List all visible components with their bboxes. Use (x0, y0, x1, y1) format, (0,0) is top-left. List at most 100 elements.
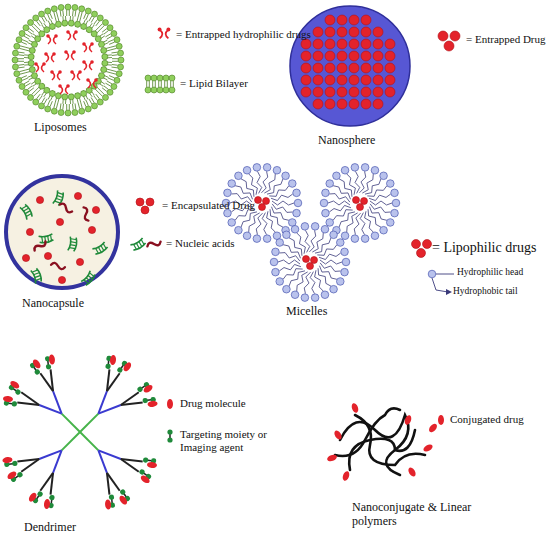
lipid-head (92, 103, 98, 109)
drug-symbol (66, 84, 70, 88)
drug-dot (301, 75, 311, 85)
hydrophobic-tail (360, 213, 365, 235)
lipid-tail (19, 67, 25, 69)
lipid-tail (44, 16, 47, 21)
lipid-tail (91, 17, 94, 22)
drug-dot (311, 257, 318, 264)
lipid-tail (96, 21, 100, 26)
hydrophobic-tail (315, 270, 324, 291)
lipid-tail (86, 100, 88, 106)
caption: Nanoconjugate & Linear polymers (352, 500, 472, 529)
shape (68, 237, 78, 252)
lipid-tail (167, 81, 168, 86)
lipid-head (35, 36, 41, 42)
drug-symbol (34, 62, 38, 66)
shape (141, 240, 144, 245)
hydrophobic-tail (305, 230, 310, 252)
hydrophobic-tail (365, 211, 374, 232)
lipid-tail (105, 34, 110, 37)
lipid-head (19, 31, 25, 37)
drug-symbol (158, 28, 162, 32)
drug-dot (141, 206, 149, 214)
drug-drop (147, 461, 158, 468)
shape (116, 366, 123, 373)
hydrophilic-head (351, 164, 359, 172)
lipid-head (45, 8, 51, 14)
lipid-tail (60, 103, 62, 109)
hydrophobic-tail (283, 269, 303, 280)
hydrophilic-head (270, 258, 278, 266)
lipid-tail (66, 104, 67, 110)
drug-drop (9, 379, 21, 390)
hydrophobic-tail (262, 213, 267, 235)
lipid-tail (98, 24, 102, 28)
hydrophobic-tail (370, 201, 392, 205)
lipid-tail (20, 46, 26, 48)
drug-dot (325, 75, 335, 85)
lipid-head (12, 64, 18, 70)
nanocapsule (6, 176, 161, 288)
lipid-head (31, 41, 37, 47)
drug-dot (349, 87, 359, 97)
shape (105, 364, 111, 370)
shape (51, 235, 52, 241)
lipid-head (163, 75, 169, 81)
drug-symbol (86, 78, 90, 82)
lipid-head (151, 75, 157, 81)
lipid-tail (78, 11, 80, 17)
lipid-tail (34, 92, 38, 96)
lipid-tail (48, 14, 50, 20)
drug-dot (325, 63, 335, 73)
drug-drop (422, 443, 434, 453)
shape (34, 368, 41, 375)
hydrophilic-head (293, 209, 301, 217)
hydrophobic-tail (271, 207, 288, 221)
nucleic-acid (31, 268, 43, 284)
drug-dot (303, 256, 310, 263)
shape (12, 461, 18, 467)
dendrimer (2, 354, 173, 510)
lipid-head (145, 87, 151, 93)
drug-dot (36, 196, 43, 203)
lipid-tail (72, 104, 74, 110)
drug-dot (373, 63, 383, 73)
hydrophilic-head (371, 166, 379, 174)
lipid-head (85, 106, 91, 112)
drug-dot (349, 63, 359, 73)
shape (23, 208, 28, 211)
dendrimer-branch (51, 369, 53, 391)
caption: Dendrimer (24, 520, 76, 534)
hydrophobic-tail (235, 210, 255, 221)
capsule-shell (6, 176, 118, 288)
drug-dot (337, 63, 347, 73)
hydrophobic-tail (279, 264, 301, 271)
drug-dot (325, 15, 335, 25)
lipid-head (102, 54, 108, 60)
drug-dot (325, 87, 335, 97)
drug-dot (22, 254, 29, 261)
drug-symbol (90, 42, 94, 46)
drug-dot (301, 63, 311, 73)
lipid-tail (112, 58, 118, 59)
drug-drop (109, 355, 116, 366)
drug-dot (313, 99, 323, 109)
lipid-tail (24, 36, 29, 39)
drug-dot (349, 99, 359, 109)
liposome (12, 4, 175, 116)
drug-symbol (90, 60, 94, 64)
lipid-tail (84, 101, 86, 107)
lipid-head (23, 89, 29, 95)
drug-dot (301, 87, 311, 97)
hydrophobic-tail (271, 194, 293, 201)
drug-dot (385, 51, 395, 61)
dendrimer-branch (98, 405, 120, 414)
lipid-head (111, 84, 117, 90)
shape (26, 213, 31, 216)
lipid-tail (173, 81, 174, 86)
hydrophobic-tail (267, 179, 283, 194)
shape (119, 488, 126, 495)
hydrophobic-tail (235, 186, 252, 200)
lipid-head (65, 4, 71, 10)
lipid-tail (19, 52, 25, 54)
shape (143, 457, 149, 463)
